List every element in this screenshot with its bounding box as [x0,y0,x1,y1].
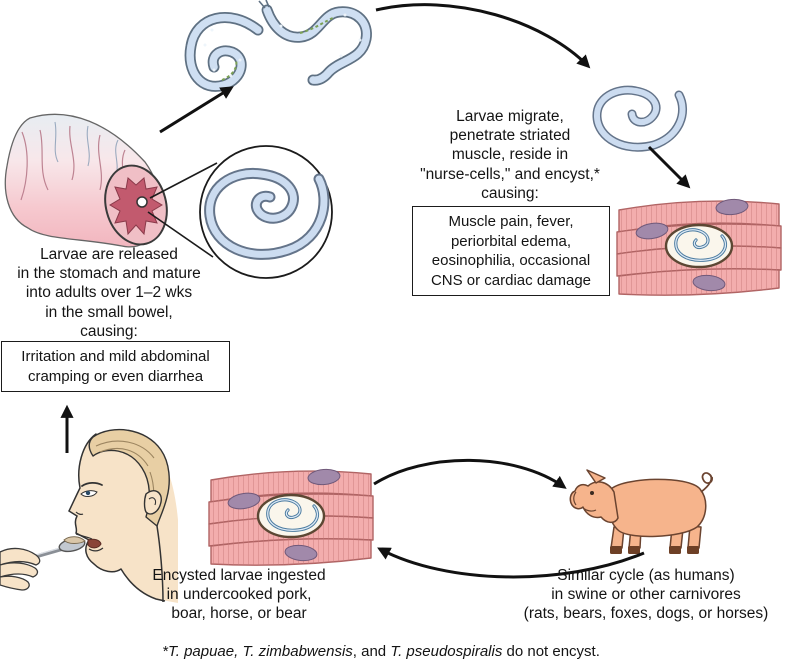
larva-dot [136,196,148,208]
arrow-worms-to-larva [375,3,591,69]
adult-worms-illustration [184,0,372,92]
small-bowel-illustration [4,113,168,248]
footnote: *T. papuae, T. zimbabwensis, and T. pseu… [0,643,762,660]
muscle-stage-description: Larvae migrate, penetrate striated muscl… [420,108,600,202]
person-eating-illustration [0,428,178,603]
footnote-conjunction: , and [352,643,391,660]
footnote-species-2: T. pseudospiralis [390,643,503,660]
pig-illustration [569,469,713,554]
muscle-cyst-illustration-right [615,196,783,297]
arrow-larva-to-muscle [647,145,691,189]
muscle-cyst-illustration-bottom [207,466,375,567]
arrow-bowel-to-worms [159,86,234,134]
bowel-lumen [109,177,163,236]
magnified-larva-illustration [147,145,333,279]
hand [0,547,41,591]
muscle-symptoms-box: Muscle pain, fever, periorbital edema, e… [412,206,610,296]
coiled-larva-illustration [592,85,687,152]
cycle-arrow-pig-to-muscle [377,547,645,579]
footnote-species-1: *T. papuae, T. zimbabwensis [162,643,353,660]
small-bowel-description: Larvae are released in the stomach and m… [17,246,201,340]
cycle-arrow-muscle-to-pig [373,458,567,489]
ingestion-description: Encysted larvae ingested in undercooked … [152,567,326,623]
footnote-tail: do not encyst. [502,643,600,660]
bowel-symptoms-box: Irritation and mild abdominal cramping o… [1,341,230,392]
animal-cycle-description: Similar cycle (as humans) in swine or ot… [523,567,769,623]
